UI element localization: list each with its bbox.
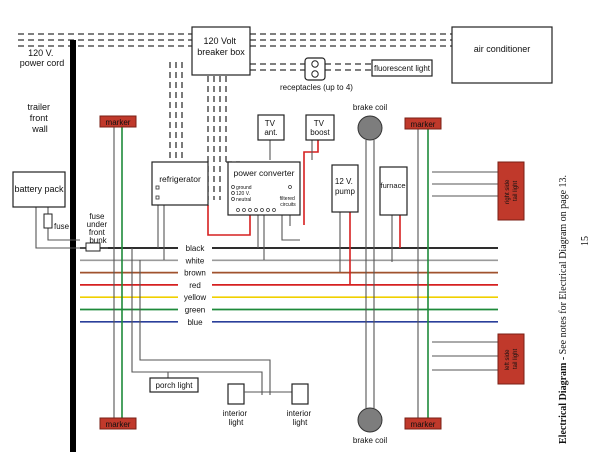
page-number: 15 xyxy=(580,236,591,246)
svg-text:TV ant.: TV ant. xyxy=(264,119,277,137)
svg-text:12 V. pump: 12 V. pump xyxy=(335,177,356,196)
svg-text:120 Volt breaker box: 120 Volt breaker box xyxy=(197,36,245,57)
tail-light-left-side: left side tail light xyxy=(497,333,525,385)
wire-label-green: green xyxy=(185,306,205,315)
fuse-symbol xyxy=(43,213,53,229)
svg-text:marker: marker xyxy=(411,420,436,429)
wire-label-bg xyxy=(178,316,212,327)
bunk-fuse-symbol xyxy=(85,242,101,252)
interior-light-right: interior light xyxy=(287,383,314,427)
ac-wiring xyxy=(18,33,452,200)
battery-pack-box: battery pack xyxy=(12,171,66,208)
svg-text:TV boost: TV boost xyxy=(310,119,330,137)
wire-label-bg xyxy=(178,267,212,278)
svg-text:filtered circuits: filtered circuits xyxy=(280,196,296,208)
svg-text:fluorescent light: fluorescent light xyxy=(374,64,431,73)
tail-light-right-side: right side tail light xyxy=(497,161,525,221)
tv-booster-box: TV boost xyxy=(305,114,335,141)
svg-text:left side tail light: left side tail light xyxy=(505,348,519,370)
wire-label-blue: blue xyxy=(187,318,203,327)
wire-label-bg xyxy=(178,255,212,266)
component-wires xyxy=(35,126,498,418)
wire-label-yellow: yellow xyxy=(184,293,206,302)
svg-text:power converter: power converter xyxy=(234,168,295,178)
bunk-fuse-label: fuse under front bunk xyxy=(87,212,110,245)
svg-text:interior light: interior light xyxy=(287,409,314,427)
svg-text:battery pack: battery pack xyxy=(14,184,64,194)
receptacles-label: receptacles (up to 4) xyxy=(280,83,353,92)
brake-coil-bottom: brake coil xyxy=(353,407,387,445)
svg-text:air conditioner: air conditioner xyxy=(474,44,531,54)
wire-label-white: white xyxy=(185,256,205,265)
air-conditioner-box: air conditioner xyxy=(451,26,553,84)
svg-text:furnace: furnace xyxy=(380,181,405,190)
brake-coil-top: brake coil xyxy=(353,103,387,141)
wire-label-black: black xyxy=(186,244,206,253)
diagram-caption: Electrical Diagram - See notes for Elect… xyxy=(558,175,569,444)
fluorescent-light-box: fluorescent light xyxy=(371,59,433,77)
svg-text:refrigerator: refrigerator xyxy=(159,174,201,184)
marker-top-left: marker xyxy=(99,115,137,128)
svg-text:right side tail light: right side tail light xyxy=(505,178,519,204)
wire-label-red: red xyxy=(189,281,201,290)
wire-label-bg xyxy=(178,243,212,253)
front-wall-label: trailer front wall xyxy=(27,102,52,134)
svg-text:ground 120 V. neut: ground 120 V. neutral xyxy=(236,185,253,203)
svg-text:marker: marker xyxy=(106,118,131,127)
breaker-box: 120 Volt breaker box xyxy=(191,26,251,76)
refrigerator-box: refrigerator xyxy=(151,161,209,206)
power-cord-label: 120 V. power cord xyxy=(20,48,65,68)
wire-label-bg xyxy=(178,292,212,303)
fuse-label: fuse xyxy=(54,222,70,231)
svg-text:marker: marker xyxy=(411,120,436,129)
wire-bus: black white brown red yellow green blue xyxy=(80,243,498,327)
wire-label-bg xyxy=(178,304,212,315)
tv-antenna-box: TV ant. xyxy=(257,114,285,141)
marker-top-right: marker xyxy=(404,117,442,130)
porch-light-box: porch light xyxy=(149,377,199,393)
wire-label-brown: brown xyxy=(184,269,206,278)
furnace-box: furnace xyxy=(379,166,408,216)
pump-box: 12 V. pump xyxy=(331,164,359,213)
svg-text:brake coil: brake coil xyxy=(353,436,387,445)
svg-text:brake coil: brake coil xyxy=(353,103,387,112)
svg-text:interior light: interior light xyxy=(223,409,250,427)
svg-text:marker: marker xyxy=(106,420,131,429)
power-converter-box: power converter ground 120 V. neutral fi… xyxy=(227,161,301,216)
svg-text:porch light: porch light xyxy=(156,381,194,390)
marker-bottom-left: marker xyxy=(99,417,137,430)
interior-light-left: interior light xyxy=(223,383,300,427)
wire-label-bg xyxy=(178,279,212,290)
receptacle-icon xyxy=(304,57,326,81)
marker-bottom-right: marker xyxy=(404,417,442,430)
